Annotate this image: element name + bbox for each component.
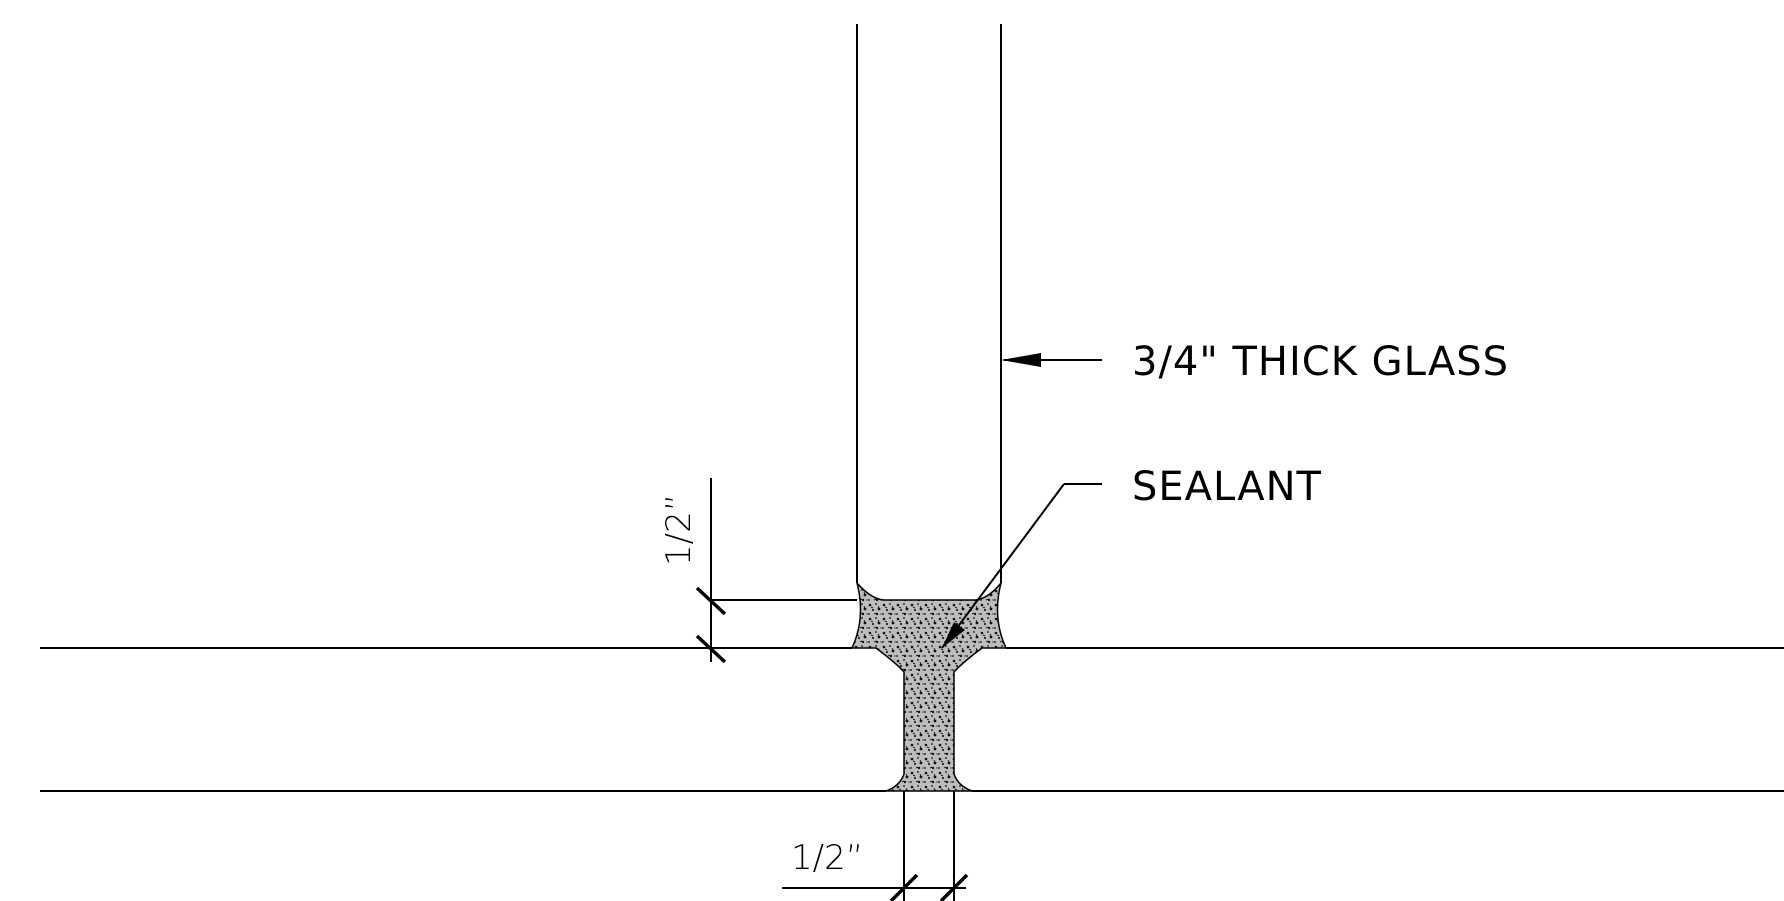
glass-callout: 3/4" THICK GLASS <box>1001 339 1509 385</box>
base-member-lines <box>40 647 1784 792</box>
vertical-dimension: 1/2” <box>659 478 857 664</box>
sealant-callout: SEALANT <box>941 464 1322 649</box>
glass-label: 3/4" THICK GLASS <box>1132 339 1509 385</box>
glass-panel <box>856 24 1002 583</box>
vertical-dimension-label: 1/2” <box>659 494 699 566</box>
sealant-fill <box>850 582 1008 792</box>
horizontal-dimension: 1/2” <box>782 791 969 901</box>
sealant-label: SEALANT <box>1132 464 1322 510</box>
horizontal-dimension-label: 1/2” <box>791 838 863 878</box>
